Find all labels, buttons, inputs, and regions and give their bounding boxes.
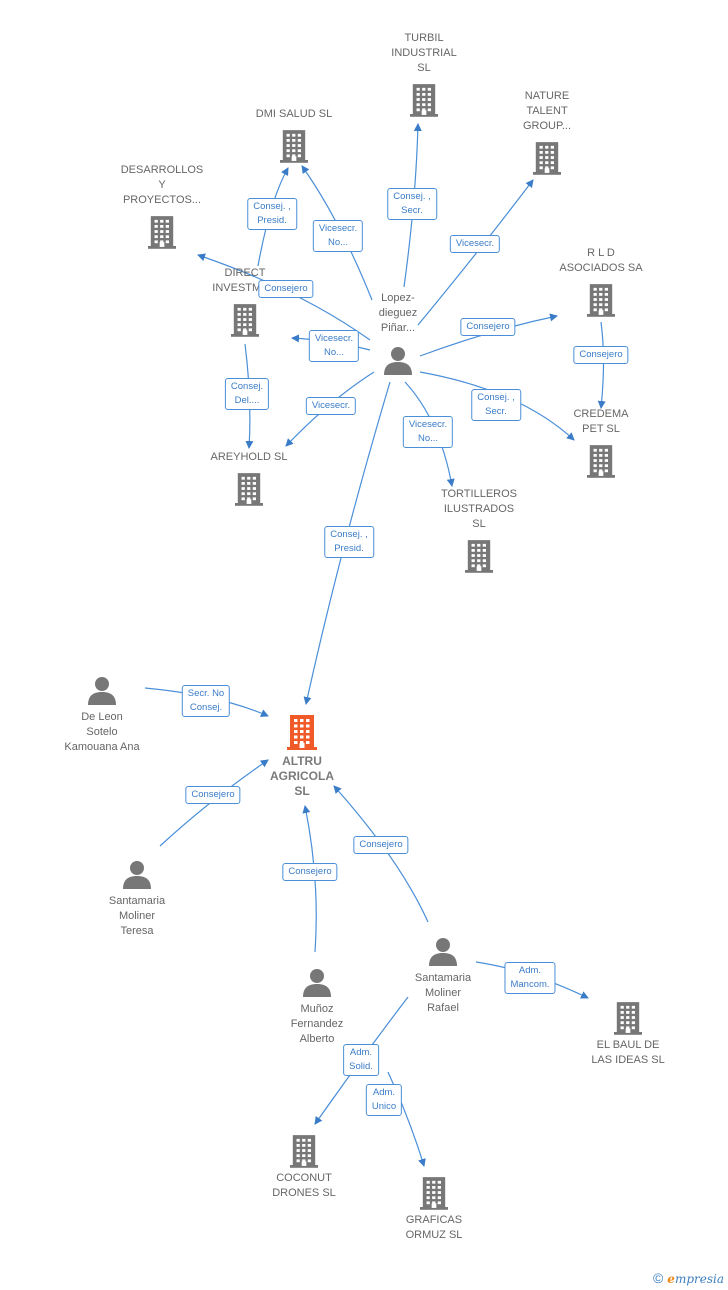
edge-label-deleon-to-altru[interactable]: Secr. No Consej. — [181, 685, 231, 717]
building-icon — [235, 472, 263, 511]
edge-label-lopez-to-direct[interactable]: Vicesecr. No... — [308, 330, 360, 362]
brand-logo-text: mpresia — [674, 1272, 724, 1286]
building-icon — [290, 1134, 318, 1173]
edge-label-munoz-to-altru[interactable]: Consejero — [282, 863, 338, 881]
node-label: Lopez- dieguez Piñar... — [378, 292, 418, 334]
person-icon — [428, 936, 458, 971]
node-label: ALTRU AGRICOLA SL — [270, 754, 334, 798]
node-label: DESARROLLOS Y PROYECTOS... — [120, 164, 204, 206]
edge-label-rafael-to-coconut[interactable]: Adm. Solid. — [343, 1044, 379, 1076]
edge-label-direct-to-dmi[interactable]: Consej. , Presid. — [247, 198, 297, 230]
building-icon — [587, 283, 615, 322]
edge-label-lopez-to-areyhold[interactable]: Vicesecr. — [305, 397, 357, 415]
edge-label-rafael-to-baul[interactable]: Adm. Mancom. — [504, 962, 556, 994]
building-icon — [587, 444, 615, 483]
node-label: Santamaria Moliner Teresa — [108, 895, 166, 937]
edge-label-lopez-to-rld[interactable]: Consejero — [460, 318, 516, 336]
building-icon — [420, 1176, 448, 1215]
edge-label-lopez-to-tortilleros[interactable]: Vicesecr. No... — [402, 416, 454, 448]
building-icon — [148, 215, 176, 254]
edge-label-lopez-to-dmi[interactable]: Vicesecr. No... — [312, 220, 364, 252]
person-icon — [122, 859, 152, 894]
node-label: TORTILLEROS ILUSTRADOS SL — [440, 488, 517, 530]
building-icon — [280, 129, 308, 168]
copyright-symbol: © — [652, 1270, 664, 1286]
building-icon — [614, 1001, 642, 1040]
node-label: Santamaria Moliner Rafael — [414, 972, 472, 1014]
node-label: COCONUT DRONES SL — [272, 1172, 336, 1199]
edge-rafael-to-altru — [333, 785, 429, 923]
node-label: AREYHOLD SL — [210, 451, 288, 463]
building-icon-highlighted — [287, 714, 317, 755]
node-label: NATURE TALENT GROUP... — [522, 90, 572, 132]
person-icon — [87, 675, 117, 710]
edge-label-rafael-to-graficas[interactable]: Adm. Unico — [365, 1084, 403, 1116]
person-icon — [302, 967, 332, 1002]
person-icon — [383, 345, 413, 380]
node-label: De Leon Sotelo Kamouana Ana — [64, 711, 140, 753]
building-icon — [533, 141, 561, 180]
node-label: CREDEMA PET SL — [573, 408, 629, 435]
node-label: Muñoz Fernandez Alberto — [290, 1003, 344, 1045]
node-label: GRAFICAS ORMUZ SL — [405, 1214, 463, 1241]
brand-logo-e: e — [667, 1272, 675, 1286]
edge-label-lopez-to-turbil[interactable]: Consej. , Secr. — [387, 188, 437, 220]
edge-label-teresa-to-altru[interactable]: Consejero — [185, 786, 241, 804]
edge-label-rafael-to-altru[interactable]: Consejero — [353, 836, 409, 854]
node-label: TURBIL INDUSTRIAL SL — [391, 32, 457, 74]
building-icon — [410, 83, 438, 122]
edge-label-rld-to-credema[interactable]: Consejero — [573, 346, 629, 364]
edge-rld-to-credema — [597, 321, 606, 409]
edge-rafael-to-graficas — [387, 1071, 426, 1167]
edge-label-lopez-to-altru[interactable]: Consej. , Presid. — [324, 526, 374, 558]
edge-label-lopez-to-desarrollos[interactable]: Consejero — [258, 280, 314, 298]
edge-label-lopez-to-credema[interactable]: Consej. , Secr. — [471, 389, 521, 421]
edge-label-lopez-to-nature[interactable]: Vicesecr. — [449, 235, 501, 253]
edge-label-direct-to-areyhold[interactable]: Consej. Del.... — [224, 378, 270, 410]
node-label: DMI SALUD SL — [255, 108, 333, 120]
brand-watermark: ©empresia — [653, 1270, 724, 1286]
building-icon — [465, 539, 493, 578]
node-label: EL BAUL DE LAS IDEAS SL — [591, 1039, 665, 1066]
node-label: R L D ASOCIADOS SA — [559, 247, 643, 274]
building-icon — [231, 303, 259, 342]
